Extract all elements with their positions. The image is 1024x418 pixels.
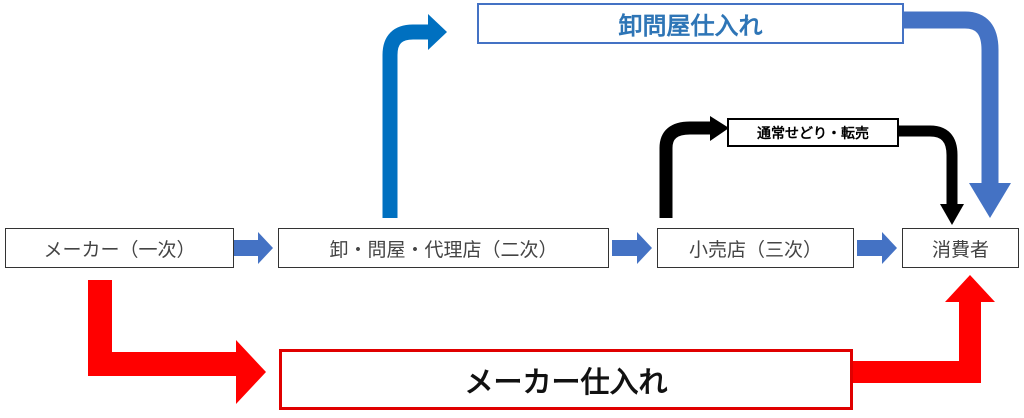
node-maker: メーカー（一次） xyxy=(5,228,234,268)
arrow-maker-to-wholesale xyxy=(234,232,273,264)
route-maker: メーカー仕入れ xyxy=(279,349,853,410)
arrow-maker-route-in xyxy=(88,280,240,376)
arrow-wholesale-to-retail xyxy=(612,232,652,264)
arrow-wholesale-down xyxy=(903,11,999,185)
node-retail: 小売店（三次） xyxy=(657,228,854,268)
route-resale: 通常せどり・転売 xyxy=(727,118,899,147)
arrow-retail-to-consumer xyxy=(857,232,897,264)
route-wholesale: 卸問屋仕入れ xyxy=(477,3,904,44)
arrow-resale-up xyxy=(659,121,712,218)
arrow-maker-route-out xyxy=(853,300,981,383)
node-consumer: 消費者 xyxy=(902,228,1019,268)
arrow-wholesale-up xyxy=(382,24,430,218)
arrow-resale-down xyxy=(899,125,958,206)
node-wholesale: 卸・問屋・代理店（二次） xyxy=(278,228,609,268)
